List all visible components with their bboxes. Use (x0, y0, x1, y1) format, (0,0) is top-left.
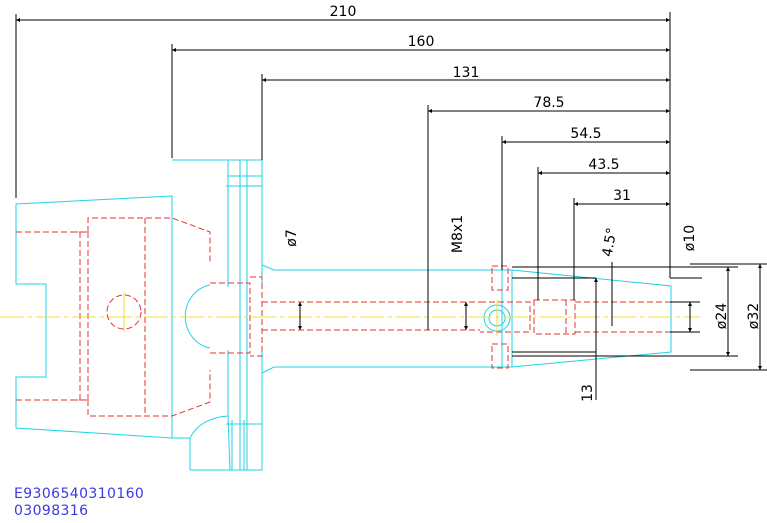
part-number-primary: E9306540310160 (14, 486, 145, 502)
dimension-texts: 210 160 131 78.5 54.5 43.5 31 ø7 M8x1 4.… (284, 4, 762, 402)
part-number-block: E9306540310160 03098316 (14, 486, 144, 520)
label-dia-10: ø10 (682, 225, 698, 251)
label-dia-24: ø24 (714, 303, 730, 329)
label-len-13: 13 (580, 384, 596, 402)
center-line (0, 292, 700, 336)
dim-131: 131 (453, 65, 480, 81)
label-dia-7: ø7 (284, 229, 300, 246)
part-outline (15, 159, 672, 471)
dim-54-5: 54.5 (570, 126, 601, 142)
part-number-secondary: 03098316 (14, 503, 89, 519)
dim-43-5: 43.5 (588, 157, 619, 173)
label-angle: 4.5° (600, 227, 621, 259)
label-m8x1: M8x1 (450, 215, 466, 253)
dim-31: 31 (613, 188, 631, 204)
dimension-lines (15, 12, 767, 400)
label-dia-32: ø32 (746, 303, 762, 329)
hidden-lines (16, 217, 670, 417)
dim-78-5: 78.5 (533, 95, 564, 111)
dim-210: 210 (330, 4, 357, 20)
dim-160: 160 (408, 34, 435, 50)
